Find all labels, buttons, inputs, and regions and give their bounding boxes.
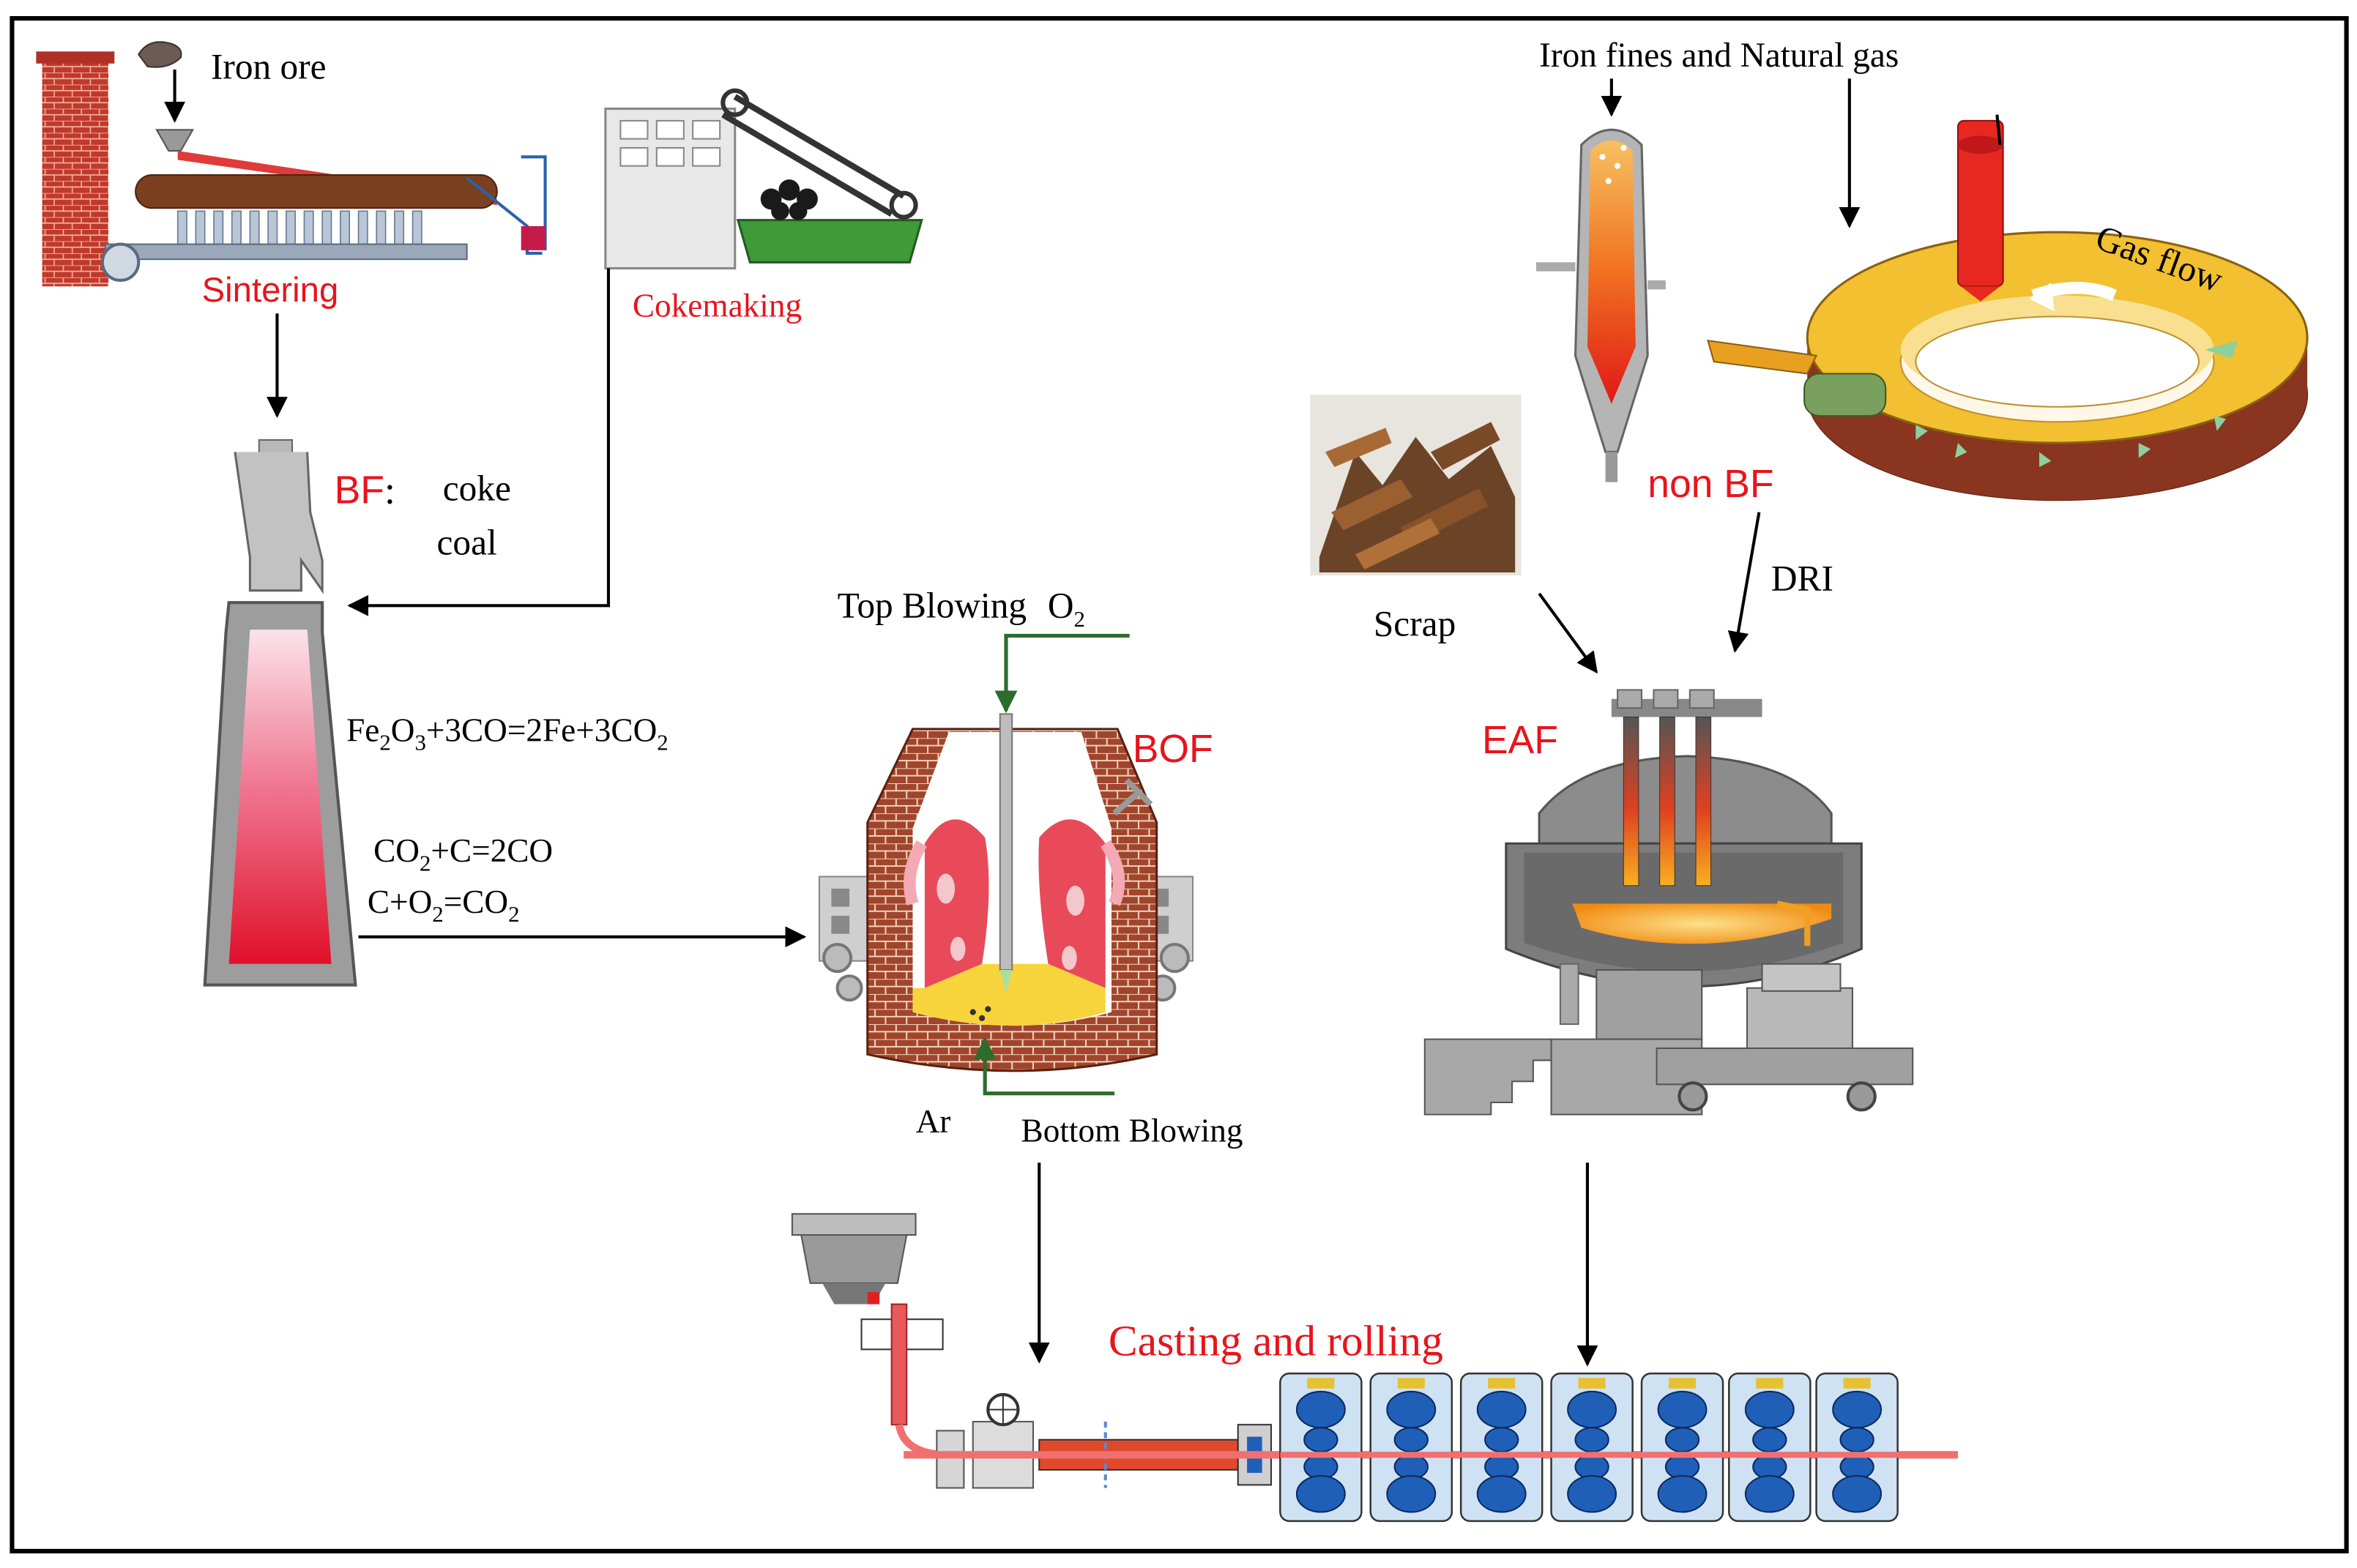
label-bf-coal: coal: [436, 522, 496, 562]
label-bottom-blowing: Bottom Blowing: [1021, 1113, 1243, 1149]
label-iron-fines-gas: Iron fines and Natural gas: [1539, 37, 1899, 75]
rotary-hearth-icon: [1707, 114, 2309, 501]
coke-oven-icon: [604, 88, 923, 270]
arrow-bottom-blowing: [973, 1037, 1115, 1096]
arrow-coke-to-bf: [347, 268, 611, 616]
sinter-machine-icon: [100, 129, 547, 283]
label-ar: Ar: [916, 1103, 951, 1140]
label-bof: BOF: [1133, 728, 1213, 771]
blast-furnace-icon: [203, 438, 357, 987]
label-dri: DRI: [1771, 559, 1833, 599]
reaction-co2-c: CO2+C=2CO: [373, 832, 553, 876]
arrow-top-blowing: [994, 633, 1130, 714]
shaft-reactor-icon: [1536, 128, 1666, 482]
scrap-pile-icon: [1310, 395, 1522, 576]
label-scrap: Scrap: [1374, 603, 1456, 643]
rolling-stand-icon: [1279, 1373, 1899, 1523]
tundish-icon: [791, 1213, 949, 1459]
arrow-scrap-to-eaf: [1538, 592, 1598, 674]
arrow-dri-to-eaf: [1727, 512, 1761, 653]
label-sintering: Sintering: [202, 271, 339, 310]
chimney-icon: [36, 51, 115, 287]
label-non-bf: non BF: [1647, 463, 1773, 506]
label-eaf: EAF: [1482, 719, 1558, 762]
label-iron-ore: Iron ore: [211, 46, 327, 86]
label-bf: BF:: [335, 468, 395, 512]
label-cokemaking: Cokemaking: [633, 287, 802, 324]
reaction-c-o2: C+O2=CO2: [368, 884, 520, 927]
reaction-fe2o3: Fe2O3+3CO=2Fe+3CO2: [346, 712, 669, 755]
label-bf-coke: coke: [443, 468, 511, 508]
iron-ore-rock-icon: [137, 41, 182, 68]
label-casting-rolling: Casting and rolling: [1109, 1317, 1443, 1365]
bof-converter-icon: [818, 713, 1194, 1072]
eaf-furnace-icon: [1423, 689, 1914, 1116]
